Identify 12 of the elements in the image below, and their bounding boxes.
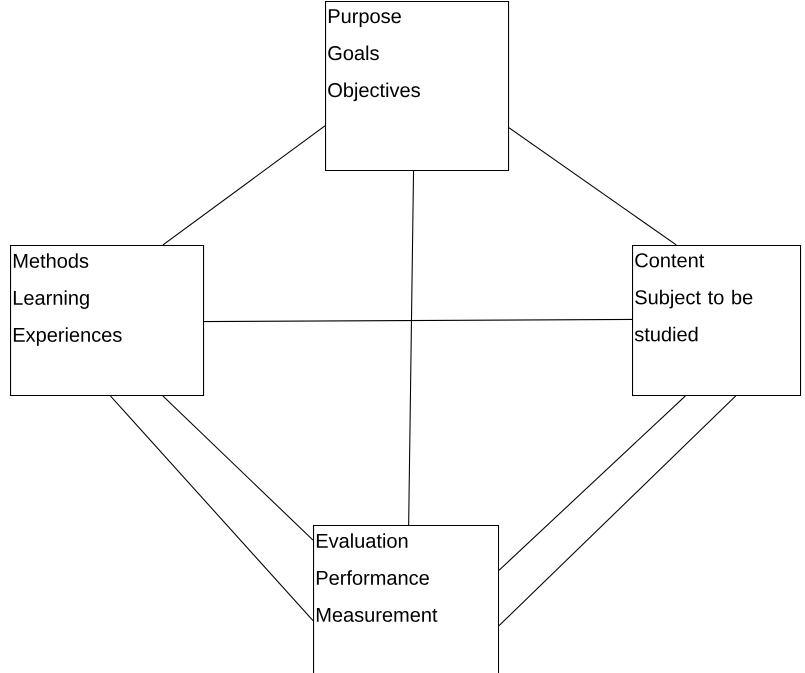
connector-line [204, 318, 632, 322]
connector-line [162, 125, 326, 246]
connector-line [508, 127, 677, 246]
text-box: Methods Learning Experiences [10, 244, 204, 396]
connector-line [498, 396, 686, 571]
text-box: Purpose Goals Objectives [325, 0, 510, 172]
connector-line [408, 171, 414, 525]
text-box: Evaluation Performance Measurement [313, 524, 500, 673]
connector-line [162, 396, 314, 540]
connector-line [498, 396, 736, 626]
connector-line [110, 396, 314, 622]
text-box: Content Subject to be studied [632, 244, 802, 396]
